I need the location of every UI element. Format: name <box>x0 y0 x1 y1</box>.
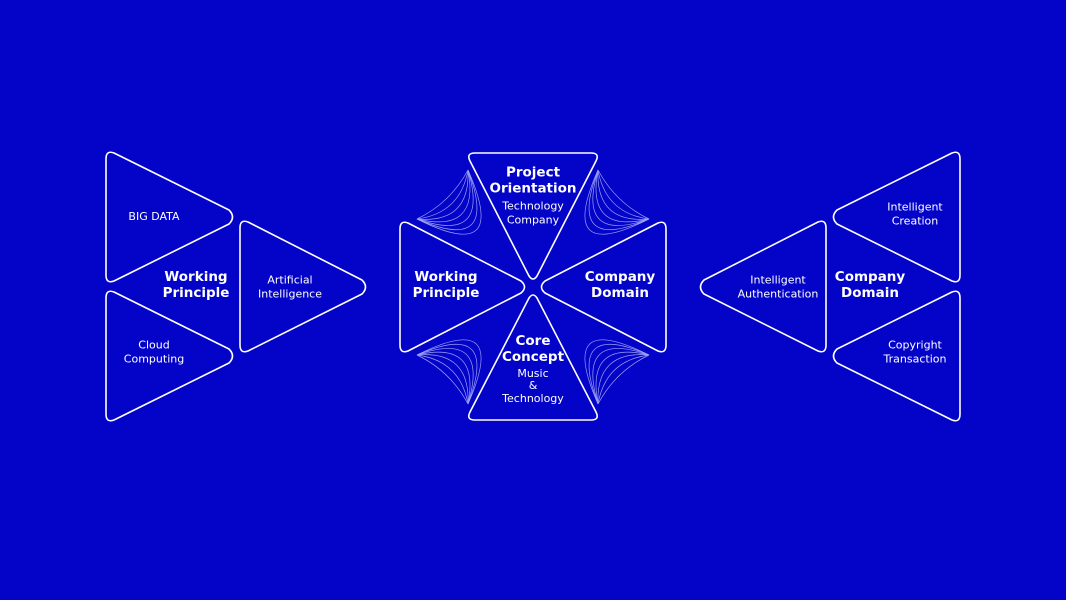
text-line: Company <box>584 268 656 285</box>
decorative-curve <box>597 354 650 405</box>
label-big-data: BIG DATA <box>128 210 179 224</box>
text-line: Copyright <box>888 338 942 352</box>
decorative-curve <box>416 169 469 220</box>
decorative-curve <box>416 343 478 405</box>
triangle-intelligent-creation <box>832 151 961 283</box>
decorative-curves <box>416 169 650 405</box>
decorative-curve <box>416 169 469 220</box>
label-cloud-computing: Cloud Computing <box>124 338 184 366</box>
decorative-curve <box>416 348 474 405</box>
triangle-intelligent-authentication <box>699 220 827 353</box>
label-working-principle-center: Working Principle <box>413 269 480 301</box>
label-intelligent-authentication: Intelligent Authentication <box>738 273 819 301</box>
text-line: Principle <box>412 285 480 301</box>
decorative-curve <box>588 169 650 231</box>
right-group-title: Company Domain <box>835 269 905 301</box>
label-copyright-transaction: Copyright Transaction <box>884 338 947 366</box>
decorative-curve <box>584 169 650 235</box>
text-line: BIG DATA <box>128 210 180 224</box>
decorative-curve <box>416 169 478 231</box>
triangle-working-principle-center <box>399 221 526 353</box>
triangle-big-data <box>105 151 234 283</box>
text-line: Company <box>834 268 906 285</box>
decorative-curve <box>588 343 650 405</box>
decorative-curve <box>592 169 650 226</box>
text-line: Intelligence <box>257 287 323 300</box>
decorative-curve <box>416 169 469 220</box>
text-line: Artificial <box>267 273 313 287</box>
text-line: Cloud <box>138 338 170 352</box>
text-line: Project <box>505 164 561 181</box>
decorative-curve <box>416 354 469 405</box>
text-line: & <box>528 379 538 393</box>
text-line: Orientation <box>489 180 577 197</box>
text-line: Computing <box>123 352 185 365</box>
text-line: Principle <box>162 285 230 301</box>
text-line: Core <box>515 333 551 350</box>
decorative-curve <box>584 339 650 405</box>
decorative-curve <box>416 354 469 405</box>
text-line: Authentication <box>737 287 819 300</box>
text-line: Working <box>164 268 228 285</box>
text-line: Intelligent <box>750 273 806 287</box>
left-group-title: Working Principle <box>163 269 230 301</box>
decorative-curve <box>595 169 650 223</box>
text-line: Concept <box>501 349 565 366</box>
triangle-cloud-computing <box>105 290 234 422</box>
decorative-curve <box>597 354 650 405</box>
text-line: Technology <box>502 199 564 213</box>
text-line: Transaction <box>883 352 947 365</box>
triangle-artificial-intelligence <box>239 220 367 353</box>
text-line: Creation <box>891 214 939 227</box>
decorative-curve <box>592 348 650 405</box>
label-company-domain-center: Company Domain <box>585 269 655 301</box>
decorative-curve <box>597 354 650 405</box>
decorative-curve <box>597 169 650 220</box>
decorative-curve <box>597 169 650 220</box>
label-artificial-intelligence: Artificial Intelligence <box>258 273 322 301</box>
decorative-curve <box>595 351 650 405</box>
text-line: Intelligent <box>887 200 943 214</box>
triangle-core-concept <box>468 294 598 421</box>
triangle-project-orientation <box>468 152 598 280</box>
triangle-copyright-transaction <box>832 290 961 422</box>
text-line: Domain <box>841 285 899 301</box>
text-line: Company <box>506 213 560 227</box>
decorative-curve <box>416 169 482 235</box>
decorative-curve <box>597 169 650 220</box>
decorative-curve <box>416 169 471 223</box>
text-line: Music <box>517 367 549 381</box>
text-line: Domain <box>591 285 649 301</box>
decorative-curve <box>416 351 471 405</box>
label-intelligent-creation: Intelligent Creation <box>887 200 943 228</box>
decorative-curve <box>416 339 482 405</box>
decorative-curve <box>416 169 474 226</box>
triangle-company-domain-center <box>540 221 667 353</box>
label-project-orientation: Project Orientation Technology Company <box>489 165 576 228</box>
text-line: Working <box>414 268 478 285</box>
decorative-curve <box>416 354 469 405</box>
label-core-concept: Core Concept Music & Technology <box>502 333 564 405</box>
text-line: Technology <box>502 391 564 405</box>
